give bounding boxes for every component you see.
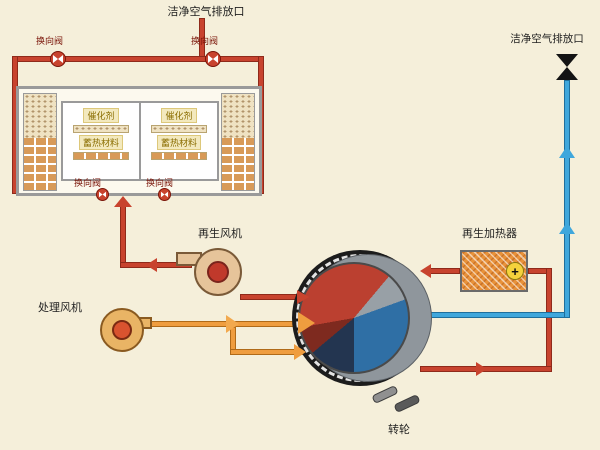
reversing-valve-icon xyxy=(158,188,171,201)
reversing-valve-icon xyxy=(96,188,109,201)
flow-arrow-up xyxy=(559,222,575,234)
regen-to-rto-pipe-vertical xyxy=(120,204,126,268)
flow-arrow-right xyxy=(226,315,239,333)
catalyst-strip xyxy=(151,125,207,133)
flow-arrow-right xyxy=(297,290,309,304)
clean-air-outlet-right-label: 洁净空气排放口 xyxy=(510,33,584,45)
rto-loop-pipe-top xyxy=(12,56,264,62)
flow-arrow-left xyxy=(146,258,157,272)
heat-storage-label: 蓄热材料 xyxy=(78,135,123,150)
flow-arrow-up xyxy=(559,146,575,158)
rotor-drive-motor xyxy=(393,393,421,414)
rto-chamber-1: 催化剂 蓄热材料 xyxy=(63,103,139,179)
catalyst-label: 催化剂 xyxy=(83,108,119,123)
flow-arrow-right xyxy=(476,362,487,376)
reversing-valve-icon xyxy=(50,51,66,67)
regen-fan-to-rotor-pipe xyxy=(240,294,300,300)
regen-heater-label: 再生加热器 xyxy=(462,228,517,240)
heater-outlet-pipe xyxy=(528,268,552,274)
reversing-valve-label: 换向阀 xyxy=(36,36,64,46)
catalyst-bed-texture xyxy=(222,94,254,138)
exhaust-damper-icon-bottom xyxy=(556,67,578,80)
clean-air-pipe-vertical xyxy=(564,80,570,318)
heater-plus-icon: + xyxy=(506,262,524,280)
flow-arrow-left xyxy=(420,264,431,278)
flow-arrow-right xyxy=(294,344,306,360)
heat-storage-strip xyxy=(151,152,207,160)
packing-column-left xyxy=(23,93,57,191)
catalyst-strip xyxy=(73,125,129,133)
heat-storage-brick-texture xyxy=(222,138,254,190)
process-fan-hub xyxy=(112,320,132,340)
rotor-drive-roller xyxy=(371,384,399,405)
reversing-valve-label: 换向阀 xyxy=(191,36,219,46)
reversing-valve-icon xyxy=(205,51,221,67)
rto-unit: 催化剂 蓄热材料 催化剂 蓄热材料 xyxy=(16,86,262,196)
clean-air-outlet-left-label: 洁净空气排放口 xyxy=(167,6,245,18)
hot-loop-pipe-vertical xyxy=(546,268,552,372)
clean-air-pipe-horizontal xyxy=(418,312,570,318)
regen-fan-label: 再生风机 xyxy=(198,228,242,240)
dirty-air-branch-horizontal xyxy=(230,349,304,355)
rotor-label: 转轮 xyxy=(388,424,410,436)
packing-column-right xyxy=(221,93,255,191)
flow-arrow-right-large xyxy=(298,312,315,334)
heat-storage-brick-texture xyxy=(24,138,56,190)
rto-chamber-2: 催化剂 蓄热材料 xyxy=(139,103,217,179)
process-fan-label: 处理风机 xyxy=(38,302,82,314)
catalyst-label: 催化剂 xyxy=(161,108,197,123)
reversing-valve-label: 换向阀 xyxy=(146,178,174,188)
exhaust-left-pipe xyxy=(199,18,205,60)
heat-storage-strip xyxy=(73,152,129,160)
flow-arrow-up xyxy=(114,196,132,207)
dirty-air-branch-vertical xyxy=(230,327,236,353)
rto-loop-pipe-left xyxy=(12,56,18,194)
catalyst-bed-texture xyxy=(24,94,56,138)
reversing-valve-label: 换向阀 xyxy=(74,178,102,188)
regen-fan-hub xyxy=(207,261,229,283)
heater-to-rotor-pipe xyxy=(430,268,460,274)
rotor-wheel xyxy=(298,262,410,374)
heat-storage-label: 蓄热材料 xyxy=(156,135,201,150)
regen-heater-icon: + xyxy=(460,250,528,292)
exhaust-damper-icon-top xyxy=(556,54,578,67)
rto-chambers: 催化剂 蓄热材料 催化剂 蓄热材料 xyxy=(61,101,219,181)
